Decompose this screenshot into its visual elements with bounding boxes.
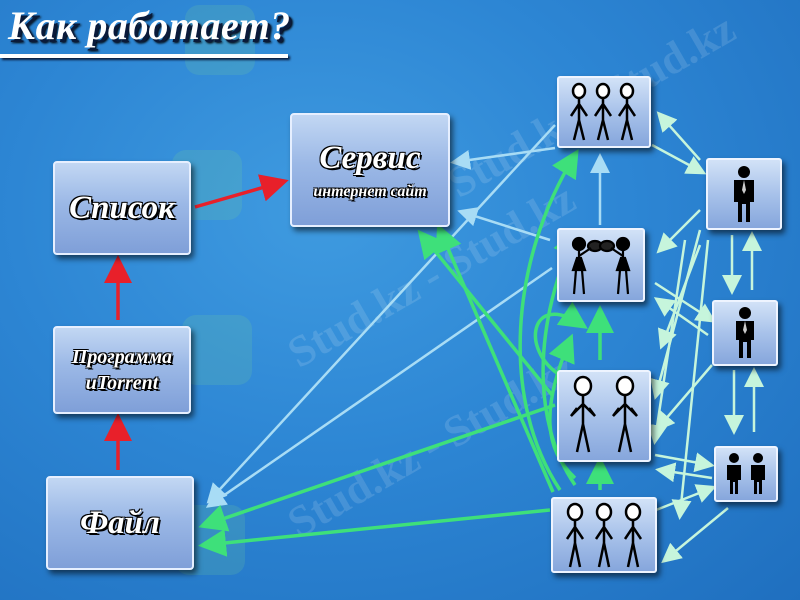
program-box: Программа uTorrent [53,326,191,414]
page-title: Как работает? [8,3,291,48]
three-people-icon [569,82,637,141]
three-people-icon [565,502,643,568]
service-box: Сервис интернет сайт [290,113,450,227]
two-businessmen-icon [727,453,765,494]
light-arrows [647,111,764,564]
service-sublabel: интернет сайт [313,182,427,200]
peer-pair-node [557,370,651,462]
service-label: Сервис [319,139,421,176]
businessman-icon [736,307,754,358]
peer-pair-cheer-node [557,228,645,302]
program-label-line1: Программа [71,346,173,368]
peer-single-top-node [706,158,782,230]
red-arrows [104,174,289,470]
two-people-icon [570,375,638,453]
program-label-line2: uTorrent [85,372,159,394]
blue-arrows [205,124,610,508]
peer-group-three-node [557,76,651,148]
green-arrows [198,149,614,557]
peer-single-mid-node [712,300,778,366]
list-box: Список [53,161,191,255]
peer-group-bottom-node [551,497,657,573]
peer-duo-small-node [714,446,778,502]
list-label: Список [69,189,175,226]
cheerleaders-icon [571,236,631,295]
title-underline [0,54,288,58]
businessman-icon [734,166,754,222]
file-label: Файл [80,504,160,541]
file-box: Файл [46,476,194,570]
